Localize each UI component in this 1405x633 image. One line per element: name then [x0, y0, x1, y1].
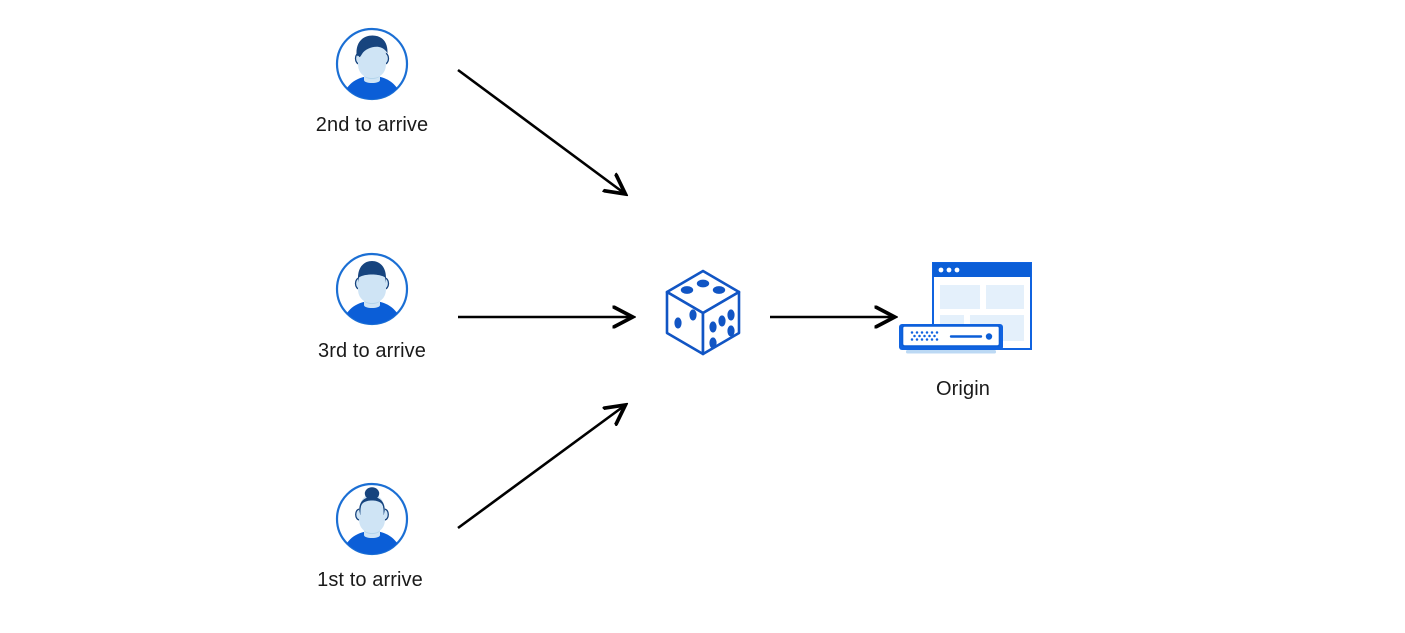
origin-server-icon — [899, 262, 1032, 354]
user-avatar-icon — [335, 252, 409, 326]
user-avatar-icon — [335, 27, 409, 101]
node-client-1st[interactable] — [334, 481, 410, 562]
edge-1st-to-dice — [457, 406, 624, 530]
server-device-icon — [899, 324, 1003, 354]
label-origin: Origin — [936, 378, 990, 400]
label-client-1st: 1st to arrive — [317, 569, 423, 591]
dice-icon — [665, 269, 741, 356]
label-client-2nd: 2nd to arrive — [315, 114, 429, 136]
node-randomizer[interactable] — [660, 265, 746, 366]
node-client-3rd[interactable] — [334, 251, 410, 332]
user-avatar-icon — [335, 482, 409, 556]
node-client-2nd[interactable] — [334, 26, 410, 107]
node-origin[interactable] — [896, 258, 1036, 373]
label-client-3rd: 3rd to arrive — [317, 340, 426, 362]
